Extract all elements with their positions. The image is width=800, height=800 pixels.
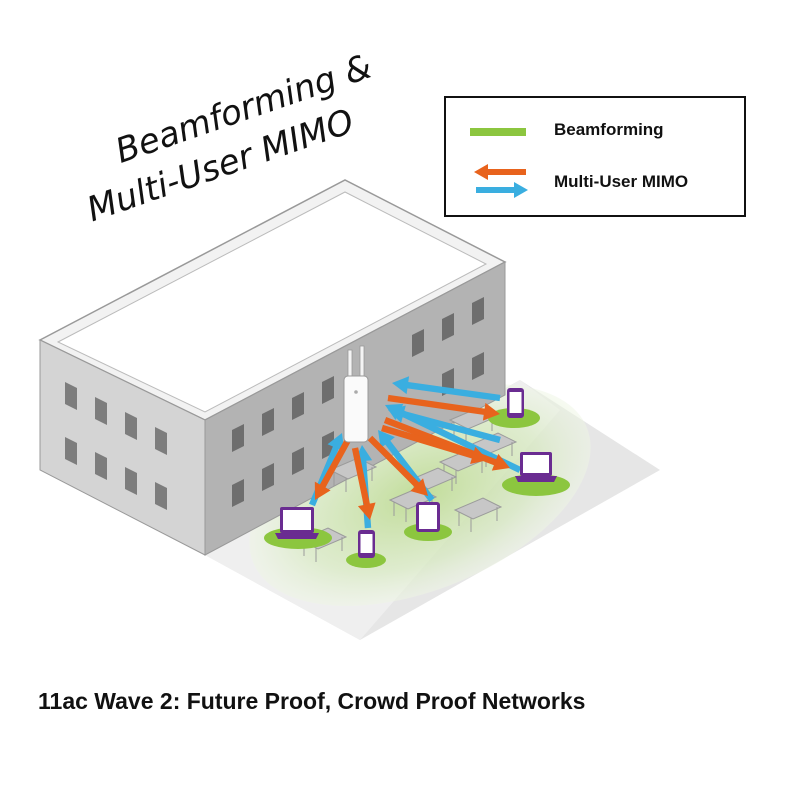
window <box>95 397 107 425</box>
signal-arrow <box>367 435 428 496</box>
legend-mimo-label: Multi-User MIMO <box>554 172 689 191</box>
beamforming-swatch <box>470 128 526 136</box>
phone-icon <box>358 530 375 558</box>
window <box>155 427 167 455</box>
window <box>65 437 77 465</box>
caption: 11ac Wave 2: Future Proof, Crowd Proof N… <box>38 688 586 714</box>
legend-beamforming-label: Beamforming <box>554 120 664 139</box>
window <box>322 376 334 404</box>
window <box>262 408 274 436</box>
window <box>412 329 424 357</box>
window <box>125 412 137 440</box>
window <box>232 424 244 452</box>
laptop-icon <box>275 507 319 539</box>
window <box>95 452 107 480</box>
window <box>472 297 484 325</box>
signal-arrow <box>388 405 501 444</box>
window <box>65 382 77 410</box>
tablet-icon <box>416 502 440 532</box>
legend: Beamforming Multi-User MIMO <box>444 96 746 217</box>
signal-arrow <box>351 447 376 520</box>
window <box>262 463 274 491</box>
device-pad <box>346 552 386 568</box>
signal-arrow <box>392 376 501 402</box>
window <box>292 392 304 420</box>
building-roof-inner <box>56 191 488 413</box>
window <box>125 467 137 495</box>
signal-arrow <box>387 394 500 421</box>
table-icon <box>453 497 503 532</box>
phone-icon <box>507 388 524 418</box>
window <box>472 352 484 380</box>
signal-arrow <box>381 424 488 464</box>
window <box>292 447 304 475</box>
double-arrow-icon <box>474 164 528 198</box>
window <box>442 313 454 341</box>
access-point-icon <box>343 345 369 443</box>
signal-arrow <box>314 438 351 500</box>
window <box>232 479 244 507</box>
window <box>155 482 167 510</box>
laptop-icon <box>515 452 557 482</box>
